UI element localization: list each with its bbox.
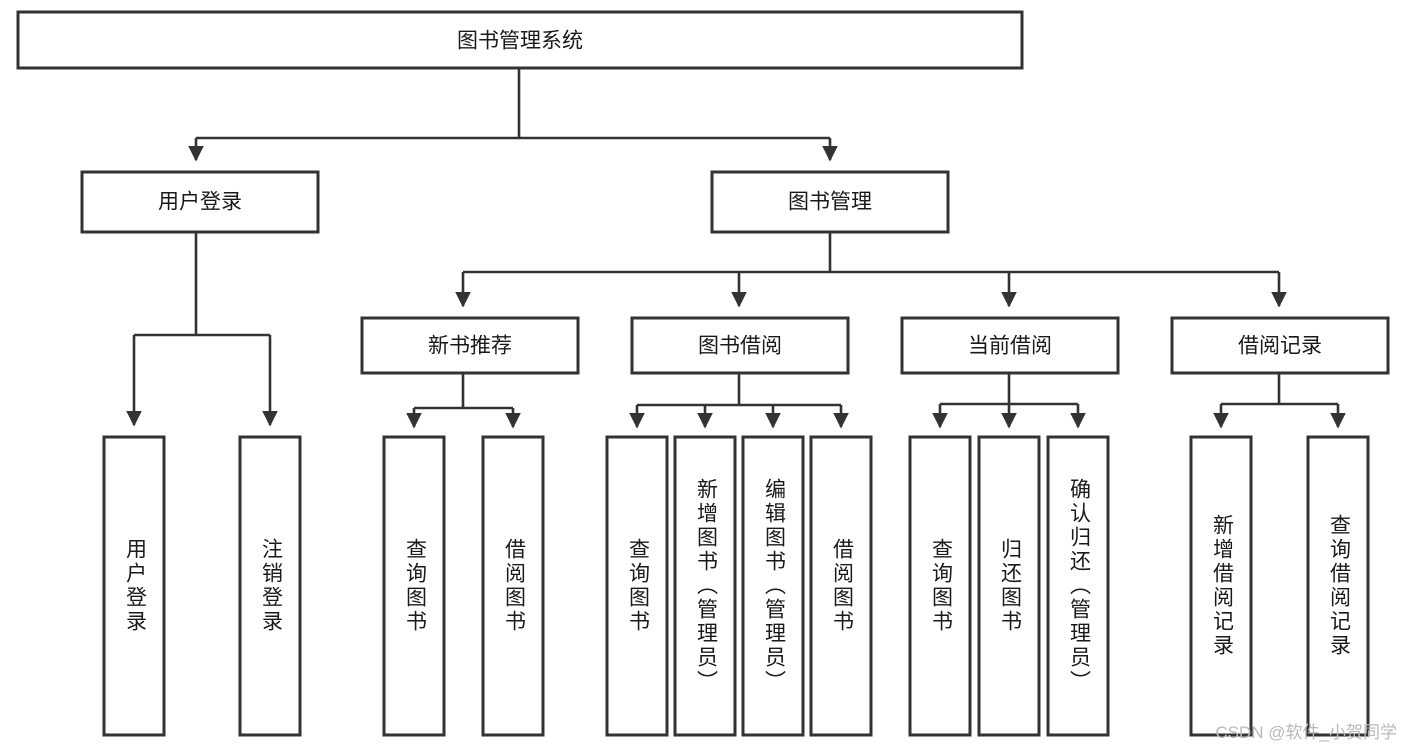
node-leaf-query-book-3-box[interactable]	[908, 435, 972, 737]
node-leaf-confirm-return[interactable]: 确认归还（管理员）	[1046, 435, 1110, 737]
node-leaf-borrow-book-1[interactable]: 借阅图书	[481, 435, 545, 737]
node-leaf-return-book-label: 归还图书	[998, 538, 1022, 634]
node-leaf-query-book-2-label: 查询图书	[626, 538, 650, 634]
node-leaf-user-login-label: 用户登录	[123, 538, 147, 634]
node-leaf-query-book-1[interactable]: 查询图书	[382, 435, 446, 737]
node-leaf-add-record[interactable]: 新增借阅记录	[1189, 435, 1253, 737]
node-current-borrow-label: 当前借阅	[968, 335, 1052, 358]
node-leaf-add-book[interactable]: 新增图书（管理员）	[673, 435, 737, 737]
node-leaf-query-book-1-box[interactable]	[382, 435, 446, 737]
node-book-borrow-box[interactable]	[630, 316, 850, 375]
node-borrow-record-label: 借阅记录	[1238, 335, 1322, 358]
node-book-borrow-label: 图书借阅	[698, 335, 782, 358]
node-leaf-confirm-return-box[interactable]	[1046, 435, 1110, 737]
node-borrow-record[interactable]: 借阅记录	[1170, 316, 1390, 375]
node-leaf-borrow-book-2-label: 借阅图书	[830, 538, 854, 634]
node-leaf-user-login[interactable]: 用户登录	[102, 435, 166, 737]
node-book-borrow[interactable]: 图书借阅	[630, 316, 850, 375]
node-root[interactable]: 图书管理系统	[16, 10, 1024, 70]
node-leaf-query-book-3-label: 查询图书	[929, 538, 953, 634]
node-book-manage-label: 图书管理	[788, 191, 872, 214]
node-leaf-user-logout[interactable]: 注销登录	[238, 435, 302, 737]
node-leaf-query-record-label: 查询借阅记录	[1327, 514, 1351, 658]
node-leaf-query-book-2[interactable]: 查询图书	[605, 435, 669, 737]
node-leaf-query-book-2-box[interactable]	[605, 435, 669, 737]
edge-layer	[126, 68, 1346, 429]
node-book-manage-box[interactable]	[710, 170, 950, 234]
node-book-manage[interactable]: 图书管理	[710, 170, 950, 234]
node-new-book-recommend[interactable]: 新书推荐	[360, 316, 580, 375]
node-new-book-recommend-label: 新书推荐	[428, 335, 512, 358]
node-new-book-recommend-box[interactable]	[360, 316, 580, 375]
node-leaf-add-book-label: 新增图书（管理员）	[694, 478, 718, 694]
node-leaf-borrow-book-1-box[interactable]	[481, 435, 545, 737]
node-user-login-label: 用户登录	[158, 191, 242, 214]
node-leaf-query-book-1-label: 查询图书	[403, 538, 427, 634]
node-current-borrow-box[interactable]	[900, 316, 1120, 375]
node-root-box[interactable]	[16, 10, 1024, 70]
node-leaf-return-book[interactable]: 归还图书	[977, 435, 1041, 737]
node-leaf-user-logout-label: 注销登录	[259, 538, 283, 634]
node-borrow-record-box[interactable]	[1170, 316, 1390, 375]
node-leaf-edit-book-label: 编辑图书（管理员）	[762, 478, 786, 694]
node-root-label: 图书管理系统	[457, 30, 583, 53]
node-user-login-box[interactable]	[80, 170, 320, 234]
node-leaf-add-book-box[interactable]	[673, 435, 737, 737]
node-leaf-add-record-box[interactable]	[1189, 435, 1253, 737]
node-leaf-query-book-3[interactable]: 查询图书	[908, 435, 972, 737]
node-leaf-confirm-return-label: 确认归还（管理员）	[1067, 478, 1091, 694]
node-leaf-edit-book-box[interactable]	[741, 435, 805, 737]
node-leaf-query-record-box[interactable]	[1306, 435, 1370, 737]
node-leaf-query-record[interactable]: 查询借阅记录	[1306, 435, 1370, 737]
node-user-login[interactable]: 用户登录	[80, 170, 320, 234]
node-leaf-user-login-box[interactable]	[102, 435, 166, 737]
node-leaf-add-record-label: 新增借阅记录	[1210, 514, 1234, 658]
node-leaf-edit-book[interactable]: 编辑图书（管理员）	[741, 435, 805, 737]
node-current-borrow[interactable]: 当前借阅	[900, 316, 1120, 375]
node-leaf-user-logout-box[interactable]	[238, 435, 302, 737]
node-leaf-borrow-book-1-label: 借阅图书	[502, 538, 526, 634]
node-leaf-borrow-book-2[interactable]: 借阅图书	[809, 435, 873, 737]
node-leaf-borrow-book-2-box[interactable]	[809, 435, 873, 737]
node-leaf-return-book-box[interactable]	[977, 435, 1041, 737]
